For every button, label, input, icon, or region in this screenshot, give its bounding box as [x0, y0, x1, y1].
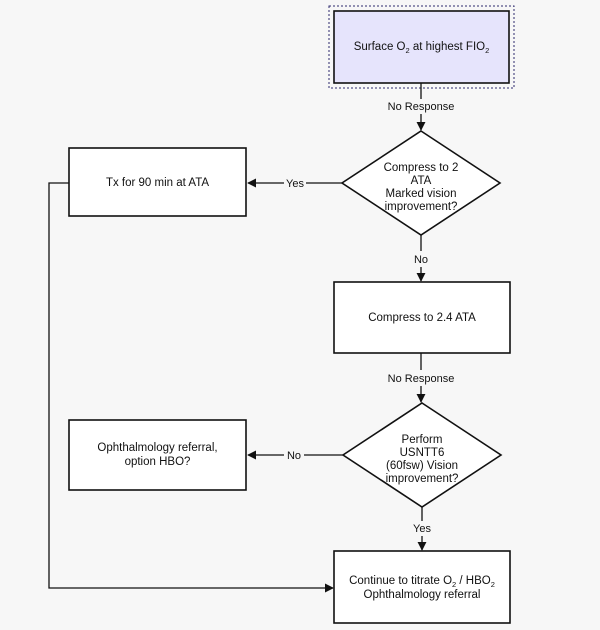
decision-compress2-line1: Compress to 2: [384, 162, 459, 174]
compress24-label: Compress to 2.4 ATA: [368, 312, 476, 324]
decision-usntt6: Perform USNTT6 (60fsw) Vision improvemen…: [341, 402, 503, 508]
decision-usntt6-line3: (60fsw) Vision: [386, 460, 458, 472]
edge-tx90-to-final: [48, 182, 334, 593]
decision-compress2: Compress to 2 ATA Marked vision improvem…: [340, 130, 502, 236]
ophtho-node: Ophthalmology referral, option HBO?: [68, 419, 247, 491]
edge-label-yes-1: Yes: [286, 178, 304, 190]
ophtho-line1: Ophthalmology referral,: [97, 442, 217, 454]
edge-label-no-2: No: [287, 450, 301, 462]
decision-compress2-line4: improvement?: [385, 201, 458, 213]
decision-usntt6-line2: USNTT6: [400, 447, 445, 459]
start-node: Surface O2 at highest FIO2: [328, 5, 515, 89]
edge-label-no-response-2: No Response: [388, 373, 455, 385]
edge-label-no-1: No: [414, 254, 428, 266]
decision-compress2-line2: ATA: [411, 175, 432, 187]
final-line1: Continue to titrate O2 / HBO2: [349, 575, 495, 589]
decision-usntt6-line1: Perform: [402, 434, 443, 446]
tx90-node: Tx for 90 min at ATA: [68, 147, 247, 217]
tx90-label: Tx for 90 min at ATA: [106, 177, 209, 189]
decision-compress2-line3: Marked vision: [386, 188, 457, 200]
compress24-node: Compress to 2.4 ATA: [333, 281, 511, 354]
final-line2: Ophthalmology referral: [364, 589, 481, 601]
edge-label-yes-2: Yes: [413, 523, 431, 535]
ophtho-line2: option HBO?: [125, 456, 191, 468]
edge-label-no-response-1: No Response: [388, 101, 455, 113]
start-node-label: Surface O2 at highest FIO2: [354, 41, 490, 55]
final-node: Continue to titrate O2 / HBO2 Ophthalmol…: [333, 550, 511, 624]
decision-usntt6-line4: improvement?: [386, 473, 459, 485]
